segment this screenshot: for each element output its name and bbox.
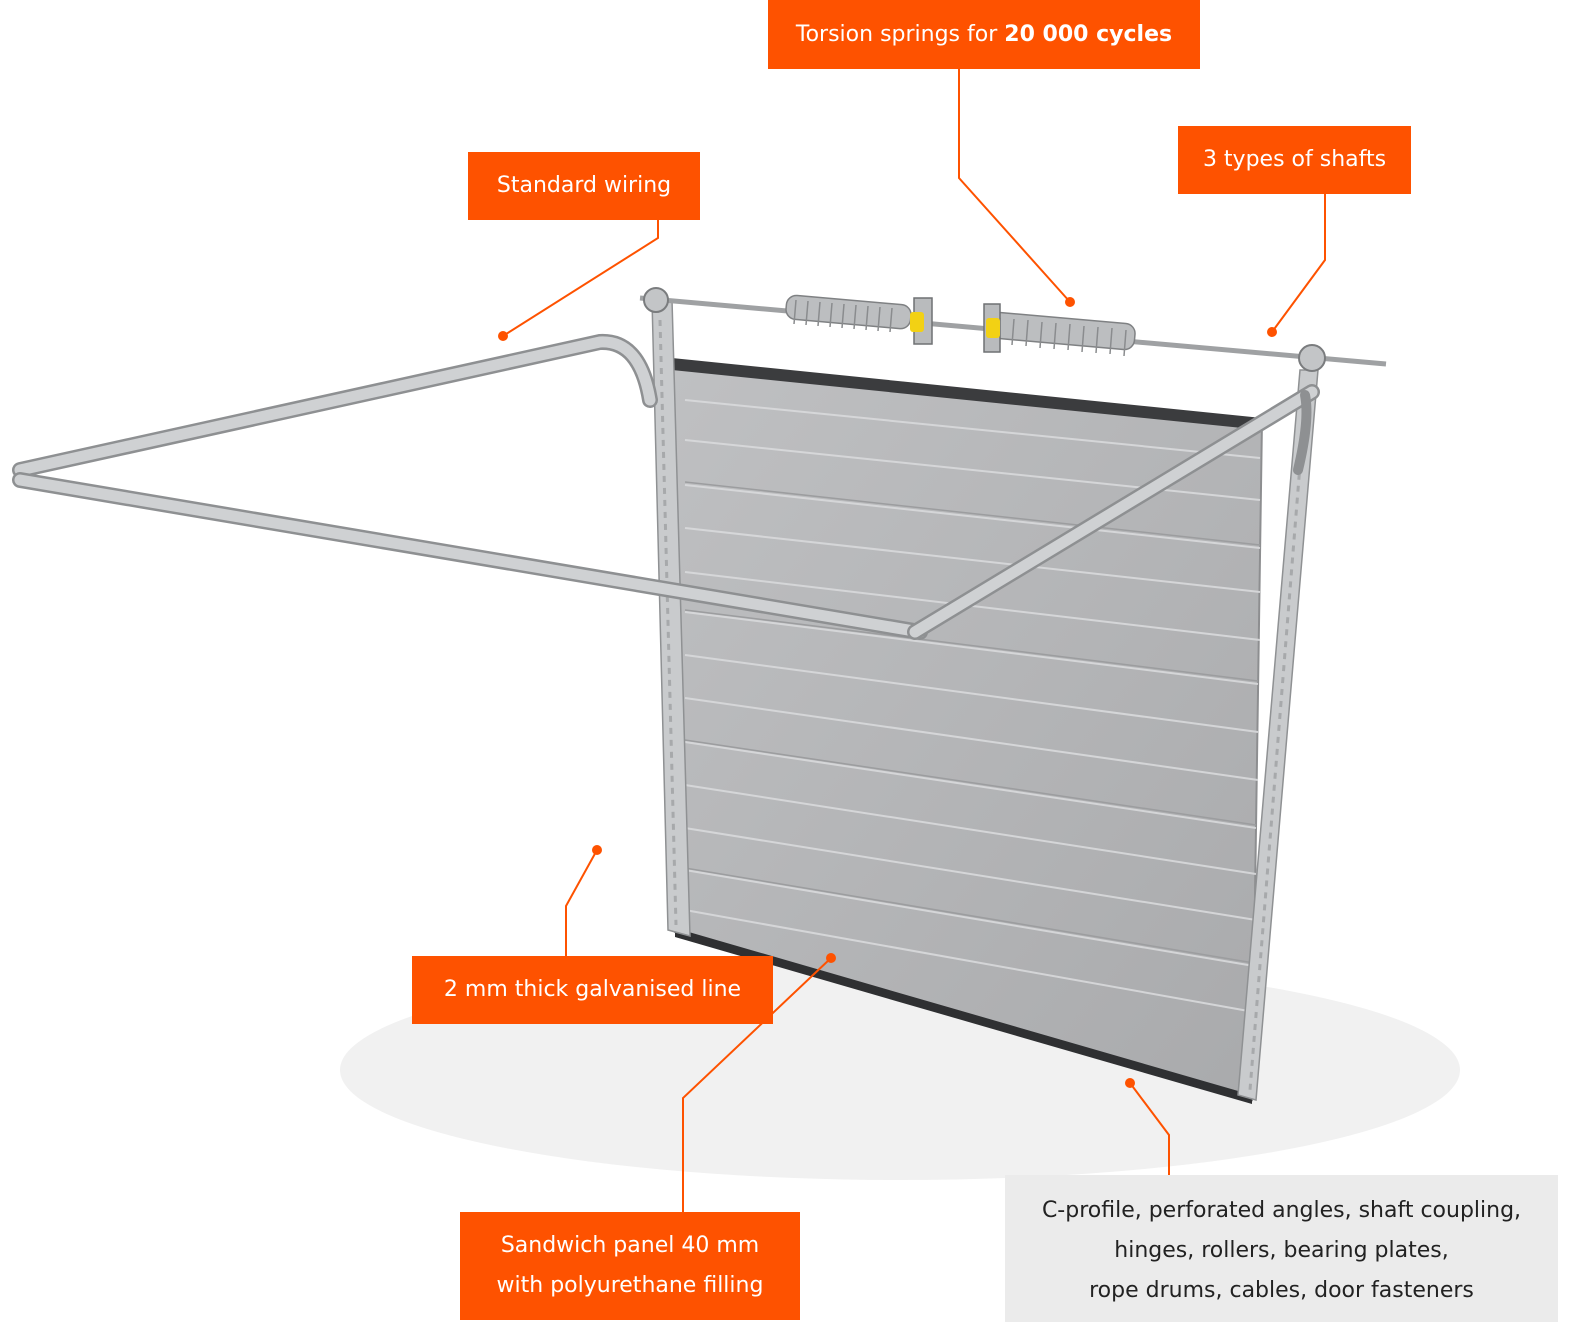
label-sandwich-panel: Sandwich panel 40 mm with polyurethane f… [460, 1212, 800, 1320]
rope-drum-right [1298, 344, 1326, 372]
torsion-spring-right [989, 311, 1136, 357]
label-sandwich-line2: with polyurethane filling [496, 1273, 764, 1298]
label-wiring-text: Standard wiring [496, 173, 672, 198]
torsion-spring-left [785, 294, 912, 333]
components-line2: hinges, rollers, bearing plates, [1114, 1238, 1449, 1263]
label-standard-wiring: Standard wiring [468, 152, 700, 220]
shaft-coupling [910, 297, 1001, 353]
components-line3: rope drums, cables, door fasteners [1089, 1278, 1474, 1303]
label-torsion-springs: Torsion springs for 20 000 cycles [768, 0, 1200, 69]
rope-drum-left [643, 287, 669, 313]
components-line1: C-profile, perforated angles, shaft coup… [1041, 1198, 1522, 1223]
label-torsion-bold: 20 000 cycles [1004, 21, 1173, 47]
label-shafts-text: 3 types of shafts [1202, 147, 1387, 172]
leader-lines [502, 68, 1326, 1212]
components-note: C-profile, perforated angles, shaft coup… [1005, 1175, 1558, 1322]
leader-dots [498, 297, 1277, 1088]
label-galvanised-line: 2 mm thick galvanised line [412, 956, 773, 1024]
label-sandwich-line1: Sandwich panel 40 mm [500, 1233, 760, 1258]
door-panel [670, 358, 1264, 1104]
horizontal-tracks [12, 333, 1320, 640]
label-shafts: 3 types of shafts [1178, 126, 1411, 194]
label-galvanised-text: 2 mm thick galvanised line [443, 977, 742, 1002]
label-torsion-prefix: Torsion springs for [795, 21, 1005, 47]
